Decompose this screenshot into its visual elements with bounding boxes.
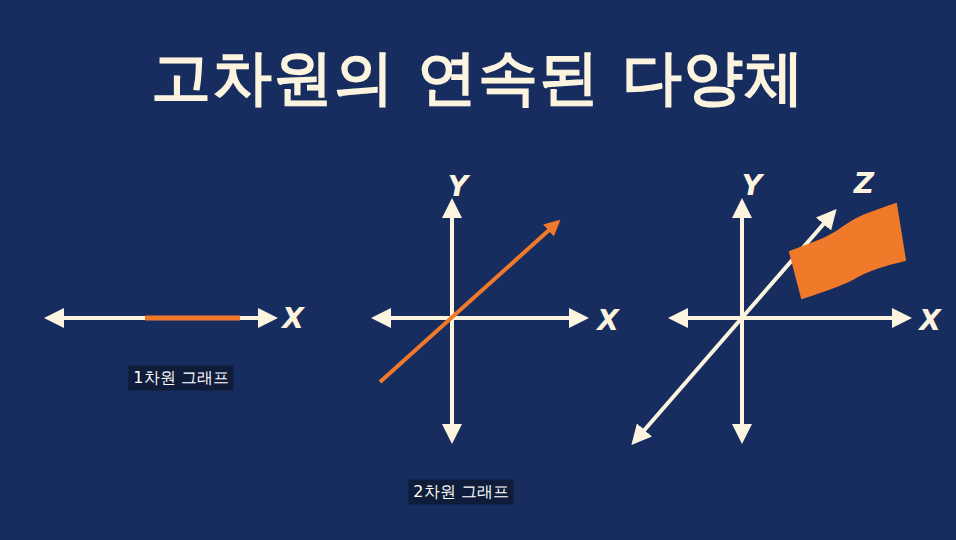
axis-label: X [282, 302, 304, 335]
graph-caption: 1차원 그래프 [128, 366, 233, 391]
axis-label: X [919, 304, 941, 337]
slide-title: 고차원의 연속된 다양체 [151, 38, 805, 119]
axis-label: X [597, 304, 619, 337]
graph-caption: 2차원 그래프 [408, 480, 513, 505]
axis-label: Y [742, 169, 762, 202]
axis-label: Z [854, 167, 874, 200]
axis-label: Y [448, 170, 468, 203]
